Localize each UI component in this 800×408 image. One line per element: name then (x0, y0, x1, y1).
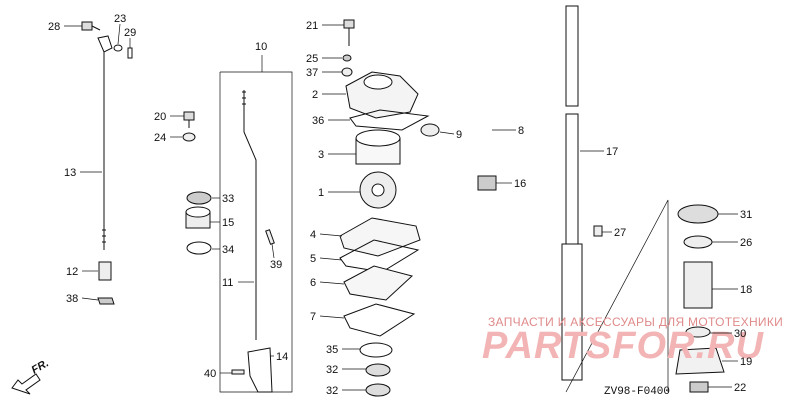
callout-40[interactable]: 40 (204, 368, 216, 380)
callout-22[interactable]: 22 (734, 382, 746, 394)
part-bushing-15[interactable] (185, 206, 211, 229)
callout-7[interactable]: 7 (310, 311, 316, 323)
part-shift-cam-14[interactable] (247, 347, 273, 393)
callout-18[interactable]: 18 (740, 284, 752, 296)
watermark-logo: PARTSFOR.RU (482, 325, 764, 367)
callout-15[interactable]: 15 (222, 217, 234, 229)
part-pump-housing-2[interactable] (345, 71, 419, 119)
callout-30[interactable]: 30 (734, 328, 746, 340)
callout-35[interactable]: 35 (326, 344, 338, 356)
part-nut-38[interactable] (97, 297, 115, 305)
callout-39[interactable]: 39 (270, 259, 282, 271)
diagram-code: ZV98-F0400 (604, 386, 670, 398)
part-shift-rod-11[interactable] (242, 90, 257, 340)
part-clip-29[interactable] (127, 47, 133, 59)
part-grommet-9[interactable] (420, 123, 440, 137)
part-washer-25[interactable] (342, 54, 352, 62)
callout-2[interactable]: 2 (312, 89, 318, 101)
callout-10[interactable]: 10 (255, 41, 267, 53)
part-gasket-7[interactable] (343, 303, 416, 337)
callout-37[interactable]: 37 (306, 67, 318, 79)
callout-3[interactable]: 3 (318, 149, 324, 161)
callout-27[interactable]: 27 (614, 227, 626, 239)
part-rod-13[interactable] (97, 35, 113, 250)
part-plate-6[interactable] (343, 265, 414, 301)
callout-5[interactable]: 5 (310, 253, 316, 265)
part-grommet-16[interactable] (477, 175, 497, 191)
part-bearing-31[interactable] (677, 204, 719, 224)
callout-28[interactable]: 28 (48, 21, 60, 33)
part-shim-26[interactable] (683, 235, 713, 249)
part-nut-22[interactable] (689, 381, 709, 393)
part-bearing-32b[interactable] (365, 383, 391, 397)
part-washer-24[interactable] (182, 132, 196, 142)
callout-24[interactable]: 24 (154, 132, 166, 144)
part-gasket-5[interactable] (339, 239, 420, 273)
part-gasket-36[interactable] (349, 109, 430, 131)
callout-23[interactable]: 23 (114, 13, 126, 25)
callout-12[interactable]: 12 (66, 266, 78, 278)
part-oring-35[interactable] (359, 342, 393, 358)
part-driveshaft-17[interactable] (561, 5, 583, 381)
callout-16[interactable]: 16 (514, 178, 526, 190)
part-insert-3[interactable] (355, 129, 401, 165)
part-bolt-20[interactable] (183, 111, 195, 128)
direction-label: FR. (30, 357, 51, 376)
callout-19[interactable]: 19 (740, 356, 752, 368)
callout-14[interactable]: 14 (276, 351, 288, 363)
callout-38[interactable]: 38 (66, 293, 78, 305)
part-bolt-28[interactable] (81, 21, 101, 31)
part-pin-39[interactable] (265, 229, 275, 245)
part-washer-23[interactable] (113, 44, 123, 52)
callout-21[interactable]: 21 (306, 20, 318, 32)
part-pin-27[interactable] (593, 225, 603, 237)
callout-group: 28 23 29 13 12 38 10 20 24 33 15 34 3 (48, 13, 752, 397)
part-grommet-37[interactable] (341, 67, 353, 77)
callout-8[interactable]: 8 (518, 125, 524, 137)
part-plate-4[interactable] (339, 217, 421, 257)
part-shim-30[interactable] (685, 326, 711, 338)
callout-29[interactable]: 29 (124, 27, 136, 39)
callout-36[interactable]: 36 (312, 115, 324, 127)
group-bracket-18 (565, 199, 669, 393)
forward-direction-indicator: FR. (11, 357, 51, 395)
part-pin-40[interactable] (231, 369, 245, 375)
watermark-text: ЗАПЧАСТИ И АКСЕССУАРЫ ДЛЯ МОТОТЕХНИКИ (488, 315, 783, 329)
callout-32b[interactable]: 32 (326, 385, 338, 397)
callout-26[interactable]: 26 (740, 237, 752, 249)
part-pinion-gear-19[interactable] (675, 347, 725, 375)
callout-13[interactable]: 13 (64, 167, 76, 179)
part-bolt-21[interactable] (343, 19, 355, 46)
callout-6[interactable]: 6 (310, 277, 316, 289)
part-bearing-18[interactable] (683, 261, 713, 309)
callout-1[interactable]: 1 (318, 187, 324, 199)
part-water-tube-8[interactable] (460, 60, 488, 280)
callout-33[interactable]: 33 (222, 193, 234, 205)
callout-20[interactable]: 20 (154, 111, 166, 123)
callout-17[interactable]: 17 (606, 146, 618, 158)
part-sleeve-12[interactable] (98, 261, 112, 281)
callout-32a[interactable]: 32 (326, 364, 338, 376)
part-seal-33[interactable] (186, 191, 212, 205)
part-oring-34[interactable] (186, 241, 212, 255)
callout-34[interactable]: 34 (222, 244, 234, 256)
callout-25[interactable]: 25 (306, 53, 318, 65)
callout-4[interactable]: 4 (310, 229, 316, 241)
part-bearing-32a[interactable] (365, 363, 391, 377)
group-bracket-10 (219, 71, 293, 393)
part-impeller-1[interactable] (359, 171, 397, 209)
callout-31[interactable]: 31 (740, 209, 752, 221)
callout-9[interactable]: 9 (456, 129, 462, 141)
callout-11[interactable]: 11 (222, 277, 233, 289)
